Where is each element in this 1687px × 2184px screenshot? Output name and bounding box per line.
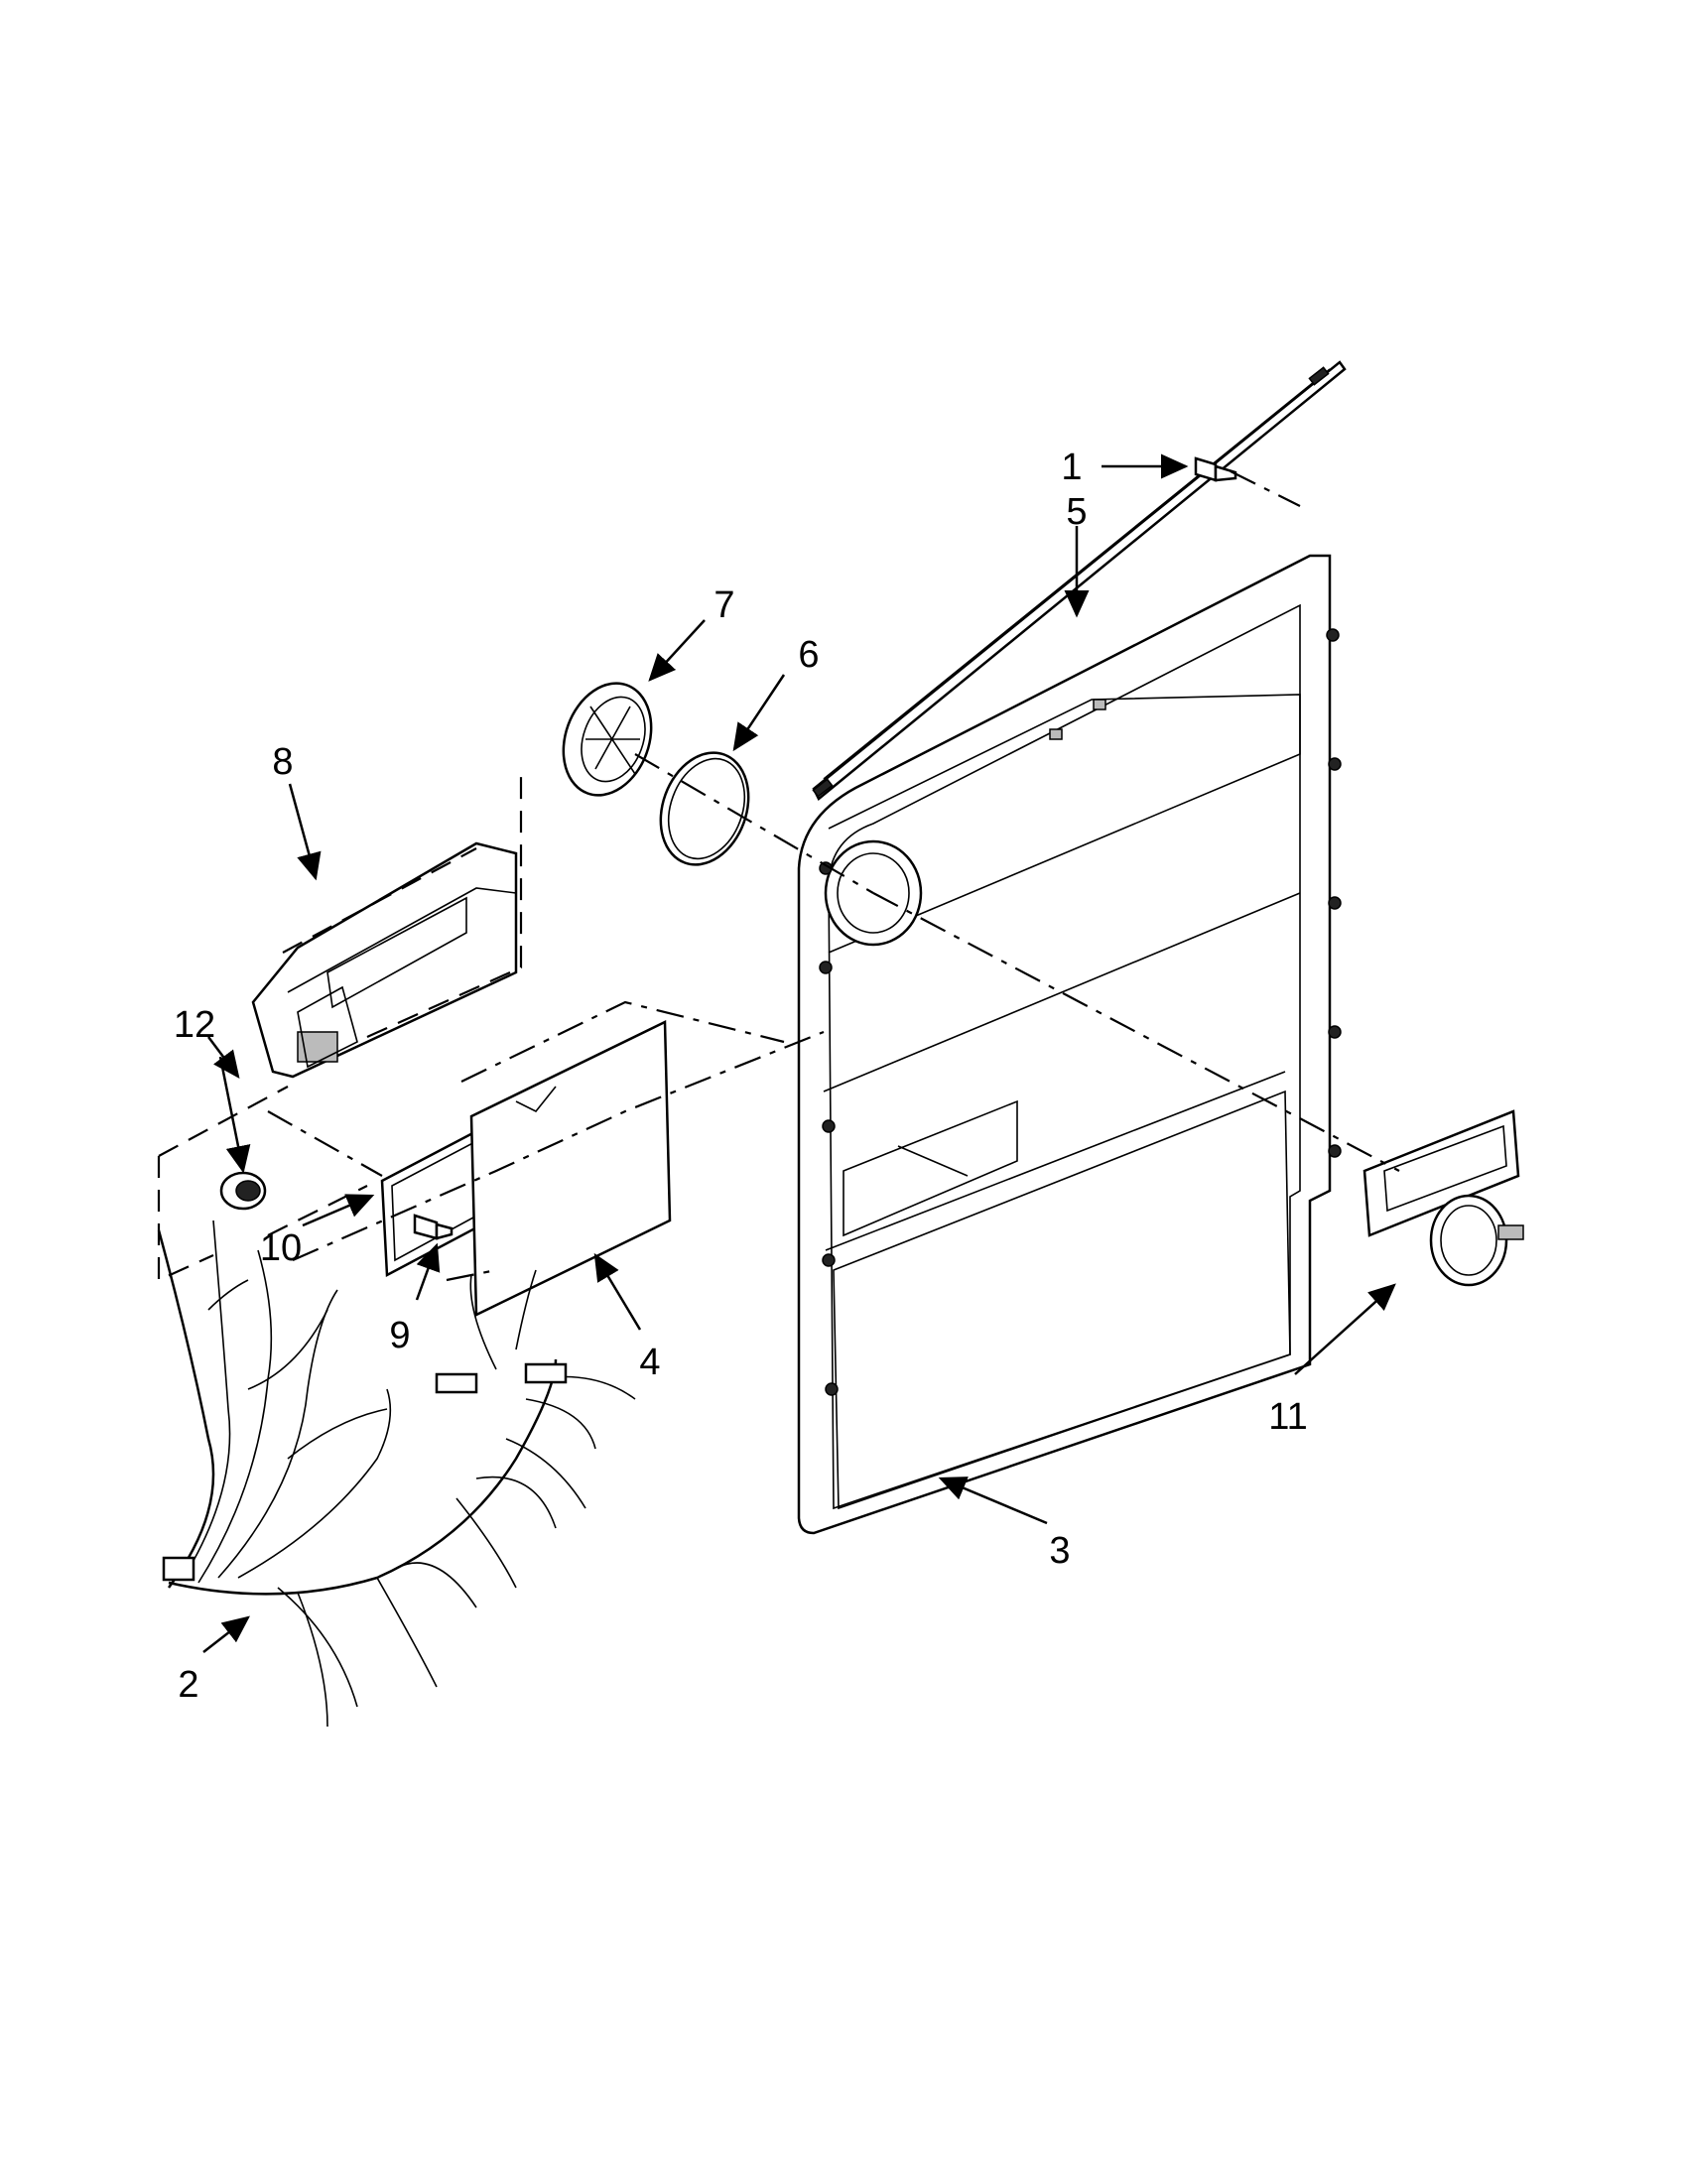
- part-3-inner-door: [797, 554, 1342, 1535]
- callout-5: 5: [1066, 491, 1087, 533]
- callout-9: 9: [389, 1315, 410, 1356]
- callout-8: 8: [272, 741, 293, 783]
- callout-12: 12: [174, 1004, 215, 1046]
- dashed-guides: [157, 470, 1400, 1282]
- callout-labels: 1 5 7 6 8 12 10 9 4 3 11 2: [174, 447, 1308, 1706]
- callout-10: 10: [260, 1227, 302, 1269]
- part-8-control-housing: [251, 841, 518, 1079]
- part-6-gasket: [659, 751, 750, 866]
- leader-arrows: [202, 453, 1396, 1653]
- callout-2: 2: [178, 1664, 198, 1706]
- callout-3: 3: [1049, 1530, 1070, 1572]
- callout-11: 11: [1268, 1396, 1307, 1438]
- part-4-panel: [469, 1020, 672, 1317]
- part-1-screw: [1194, 456, 1237, 482]
- callout-4: 4: [639, 1342, 660, 1383]
- part-11-latch: [1363, 1109, 1524, 1287]
- callout-6: 6: [798, 634, 819, 676]
- part-9-screw: [413, 1214, 454, 1240]
- part-12-knob: [219, 1171, 267, 1211]
- part-2-wire-harness: [157, 1220, 636, 1728]
- part-7-vent-cap: [562, 682, 653, 797]
- callout-1: 1: [1061, 447, 1082, 488]
- callout-7: 7: [714, 584, 734, 626]
